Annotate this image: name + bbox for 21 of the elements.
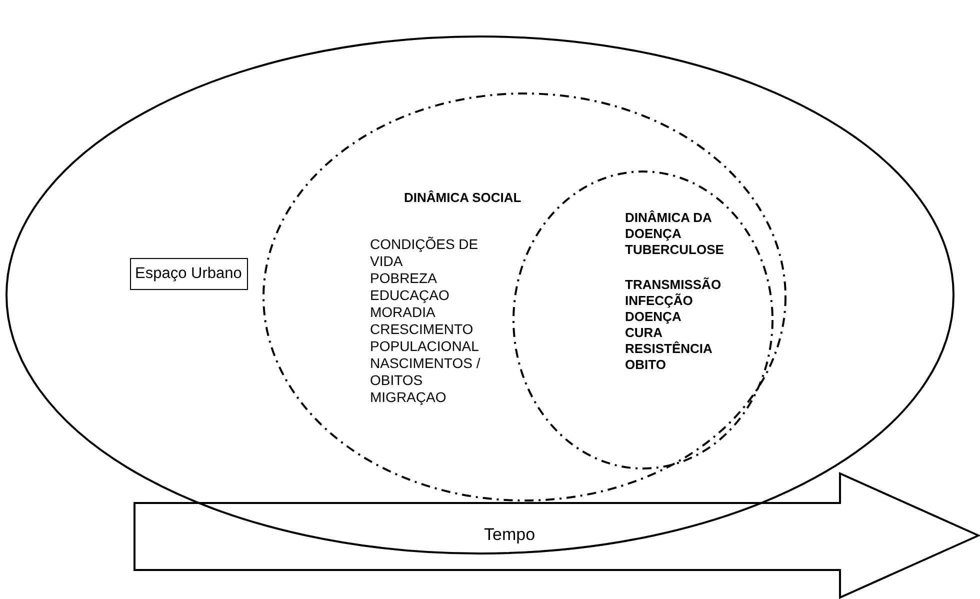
- list-item: CURA: [625, 325, 664, 341]
- urban-space-ellipse: [5, 35, 955, 555]
- region-title: DINÂMICA DA DOENÇA TUBERCULOSE: [625, 210, 725, 258]
- region-label: Espaço Urbano: [135, 264, 242, 284]
- list-item: EDUCAÇAO: [370, 287, 450, 304]
- list-item: MIGRAÇAO: [370, 389, 448, 406]
- time-arrow: [133, 472, 980, 599]
- list-item: RESISTÊNCIA: [625, 341, 714, 357]
- list-item: TRANSMISSÃO: [625, 277, 722, 293]
- label-box: [130, 258, 248, 290]
- list-item: INFECÇÃO: [625, 293, 694, 309]
- list-item: POBREZA: [370, 270, 438, 287]
- dashed-ellipse: [262, 92, 787, 502]
- list-item: CRESCIMENTO POPULACIONAL: [370, 321, 480, 355]
- list-item: NASCIMENTOS / OBITOS: [370, 355, 482, 389]
- list-item: DOENÇA: [625, 309, 682, 325]
- region-title: DINÂMICA SOCIAL: [404, 189, 522, 207]
- list-item: CONDIÇÕES DE VIDA: [370, 236, 480, 270]
- list-item: MORADIA: [370, 304, 436, 321]
- arrow-label: Tempo: [484, 524, 536, 546]
- list-item: OBITO: [625, 357, 667, 373]
